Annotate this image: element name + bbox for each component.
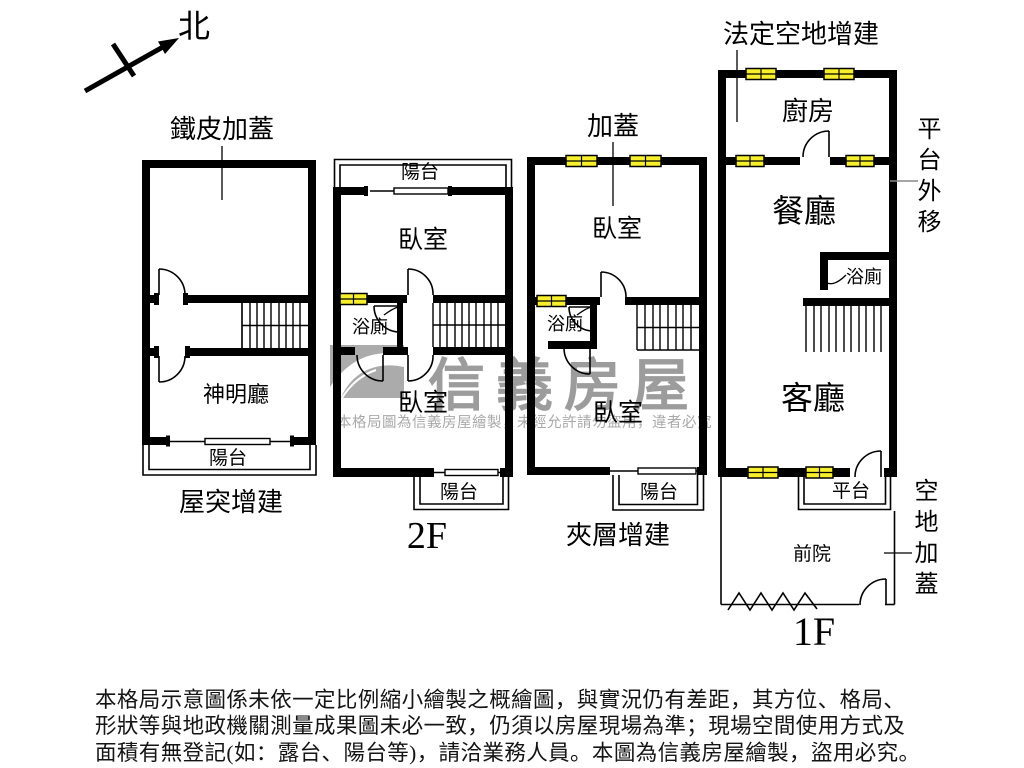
- room-bedroom-2f-bottom: 臥室: [397, 390, 449, 417]
- room-balcony-2f-bottom: 陽台: [439, 482, 479, 503]
- room-bath-1f: 浴廁: [846, 267, 882, 287]
- plan-2f-walls: [333, 186, 513, 477]
- gate-zigzag: [727, 591, 818, 612]
- plan-1f-leaders: [736, 50, 918, 554]
- side-note-platform-shift: 平台外移: [913, 116, 939, 240]
- room-dining: 餐廳: [771, 193, 837, 229]
- room-balcony-p1: 陽台: [208, 448, 248, 469]
- plan-rooftop-stairs: [241, 303, 308, 348]
- watermark-notice: 本格局圖為信義房屋繪製，未經允許請勿盜用，違者必究: [337, 415, 712, 431]
- plan-1f-stairs: [805, 306, 882, 352]
- caption-rooftop: 屋突增建: [178, 488, 284, 517]
- room-bedroom-mezz-bottom: 臥室: [592, 400, 644, 427]
- plan-2f-balcony-bottom: [413, 468, 510, 511]
- watermark-brand: 信義房屋: [428, 355, 700, 418]
- plan-rooftop-doors: [158, 268, 186, 383]
- plan-mezzanine-stairs: [636, 305, 699, 351]
- plan-mezzanine-doors: [563, 271, 627, 375]
- plan-2f-doors: [356, 268, 434, 382]
- disclaimer-text: 本格局示意圖係未依一定比例縮小繪製之概繪圖，與實況仍有差距，其方位、格局、 形狀…: [95, 687, 920, 766]
- plan-mezzanine-balcony: [610, 467, 705, 511]
- side-note-land-covered: 空地加蓋: [910, 478, 936, 602]
- disclaimer-line-3: 面積有無登記(如：露台、陽台等)，請洽業務人員。本圖為信義房屋繪製，盜用必究。: [95, 740, 921, 765]
- room-bedroom-2f-top: 臥室: [397, 227, 449, 254]
- caption-2f: 2F: [406, 515, 448, 557]
- room-balcony-2f-top: 陽台: [400, 162, 440, 183]
- plan-2f-stairs: [432, 303, 505, 347]
- annotation-tiepi-jiagai: 鐵皮加蓋: [169, 115, 275, 144]
- plan-1f-front-yard: [720, 477, 896, 612]
- window-markers: [339, 67, 875, 479]
- room-kitchen: 廚房: [781, 97, 835, 126]
- caption-1f: 1F: [792, 609, 836, 654]
- disclaimer-line-1: 本格局示意圖係未依一定比例縮小繪製之概繪圖，與實況仍有差距，其方位、格局、: [95, 688, 906, 712]
- plan-rooftop-walls: [142, 160, 316, 447]
- annotation-jiagai: 加蓋: [586, 112, 640, 141]
- room-living: 客廳: [780, 380, 846, 416]
- plan-2f-balcony-top: [333, 158, 513, 195]
- annotation-legal-land: 法定空地增建: [722, 20, 880, 49]
- disclaimer-line-2: 形狀等與地政機關測量成果圖未必一致，仍須以房屋現場為準；現場空間使用方式及: [95, 714, 906, 739]
- room-front-yard: 前院: [792, 544, 832, 565]
- room-balcony-mezz: 陽台: [639, 482, 679, 503]
- room-bedroom-mezz-top: 臥室: [591, 216, 643, 243]
- caption-mezzanine: 夾層增建: [565, 521, 671, 550]
- room-platform: 平台: [831, 481, 871, 502]
- north-label: 北: [177, 8, 211, 44]
- room-shrine-hall: 神明廳: [202, 382, 270, 407]
- north-arrow-icon: [83, 38, 179, 94]
- room-bath-mezz: 浴廁: [547, 314, 583, 334]
- plan-1f-platform: [797, 477, 892, 511]
- plan-rooftop-balcony: [142, 437, 317, 476]
- room-bath-2f: 浴廁: [352, 317, 388, 337]
- plan-1f-doors: [802, 130, 887, 606]
